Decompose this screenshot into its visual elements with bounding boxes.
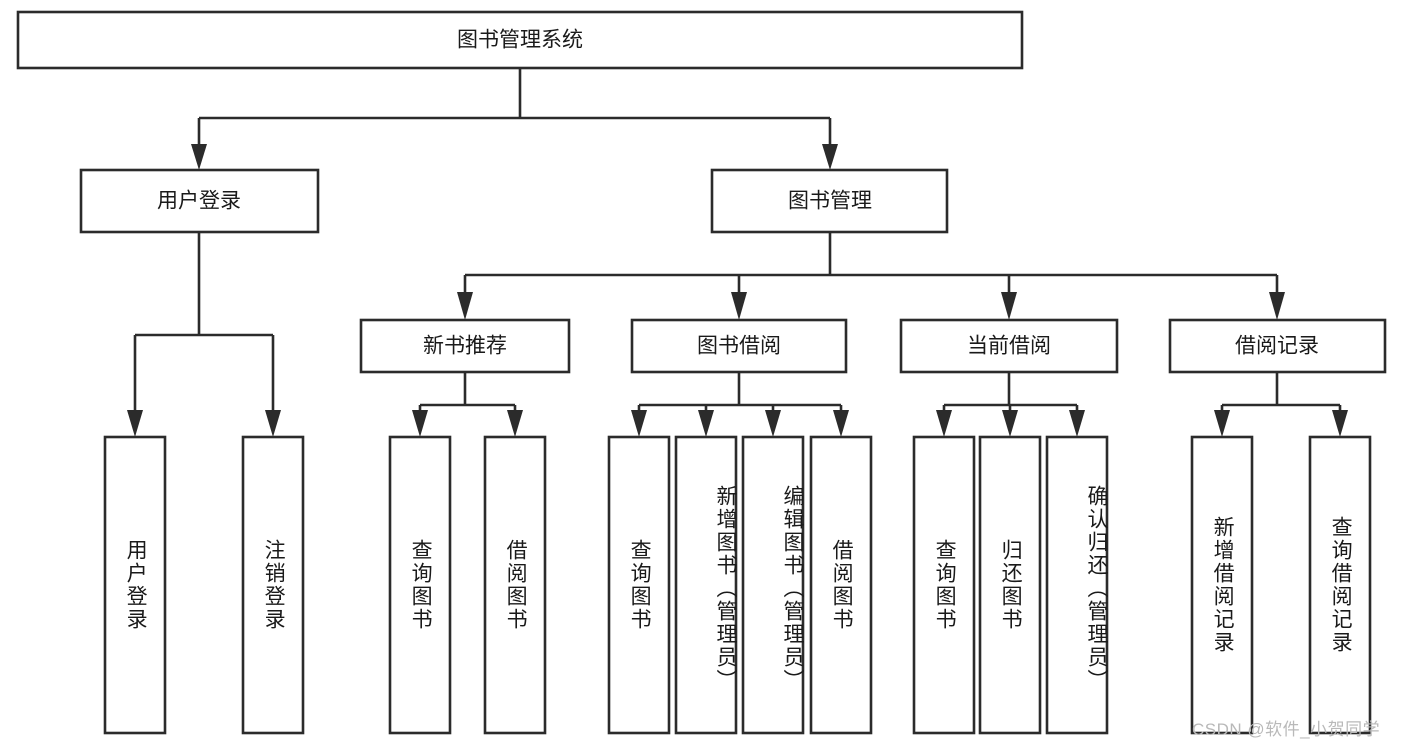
leaf-box-book-borrow-2[interactable] bbox=[741, 435, 805, 735]
node-current-borrow-label: 当前借阅 bbox=[967, 335, 1051, 358]
arrow-user-login-leaf1 bbox=[127, 410, 143, 437]
connector-group-book-borrow bbox=[631, 372, 849, 437]
node-book-manage-box[interactable] bbox=[710, 168, 949, 234]
arrow-to-book-borrow bbox=[731, 292, 747, 320]
leaf-box-book-borrow-3[interactable] bbox=[809, 435, 873, 735]
node-new-book-recommend-box[interactable] bbox=[359, 318, 571, 374]
arrow-book-borrow-leaf4 bbox=[833, 410, 849, 437]
connector-group-book-manage bbox=[457, 232, 1285, 320]
leaf-box-borrow-records-0[interactable] bbox=[1190, 435, 1254, 735]
arrow-borrow-records-leaf2 bbox=[1332, 410, 1348, 437]
node-book-borrow-box[interactable] bbox=[630, 318, 848, 374]
connector-group-root bbox=[191, 68, 838, 170]
leaf-box-current-borrow-2[interactable] bbox=[1045, 435, 1109, 735]
arrow-new-book-leaf1 bbox=[412, 410, 428, 437]
arrow-new-book-leaf2 bbox=[507, 410, 523, 437]
node-borrow-records-label: 借阅记录 bbox=[1235, 335, 1319, 358]
arrow-user-login-leaf2 bbox=[265, 410, 281, 437]
node-user-login-box[interactable] bbox=[79, 168, 320, 234]
leaf-box-book-borrow-0[interactable] bbox=[607, 435, 671, 735]
arrow-to-book-manage bbox=[822, 144, 838, 170]
arrow-to-current-borrow bbox=[1001, 292, 1017, 320]
watermark-text: CSDN @软件_小贺同学 bbox=[1192, 720, 1381, 739]
leaf-box-new-book-0[interactable] bbox=[388, 435, 452, 735]
leaf-box-user-login-0[interactable] bbox=[103, 435, 167, 735]
leaf-box-book-borrow-1[interactable] bbox=[674, 435, 738, 735]
arrow-to-borrow-records bbox=[1269, 292, 1285, 320]
connector-group-new-book-recommend bbox=[412, 372, 523, 437]
leaf-box-new-book-1[interactable] bbox=[483, 435, 547, 735]
arrow-to-user-login bbox=[191, 144, 207, 170]
arrow-book-borrow-leaf2 bbox=[698, 410, 714, 437]
connector-group-user-login bbox=[127, 232, 281, 437]
arrow-book-borrow-leaf3 bbox=[765, 410, 781, 437]
arrow-book-borrow-leaf1 bbox=[631, 410, 647, 437]
node-new-book-recommend-label: 新书推荐 bbox=[423, 335, 507, 358]
leaf-box-current-borrow-0[interactable] bbox=[912, 435, 976, 735]
arrow-current-borrow-leaf1 bbox=[936, 410, 952, 437]
leaf-box-user-login-1[interactable] bbox=[241, 435, 305, 735]
node-current-borrow-box[interactable] bbox=[899, 318, 1119, 374]
connector-group-current-borrow bbox=[936, 372, 1085, 437]
leaf-box-current-borrow-1[interactable] bbox=[978, 435, 1042, 735]
node-book-manage-label: 图书管理 bbox=[788, 190, 872, 213]
arrow-current-borrow-leaf2 bbox=[1002, 410, 1018, 437]
node-root-box[interactable] bbox=[16, 10, 1024, 70]
node-root-label: 图书管理系统 bbox=[457, 29, 583, 52]
leaf-box-borrow-records-1[interactable] bbox=[1308, 435, 1372, 735]
connector-group-borrow-records bbox=[1214, 372, 1348, 437]
node-borrow-records-box[interactable] bbox=[1168, 318, 1387, 374]
node-user-login-label: 用户登录 bbox=[157, 190, 241, 213]
arrow-borrow-records-leaf1 bbox=[1214, 410, 1230, 437]
arrow-current-borrow-leaf3 bbox=[1069, 410, 1085, 437]
node-book-borrow-label: 图书借阅 bbox=[697, 335, 781, 358]
arrow-to-new-book-recommend bbox=[457, 292, 473, 320]
